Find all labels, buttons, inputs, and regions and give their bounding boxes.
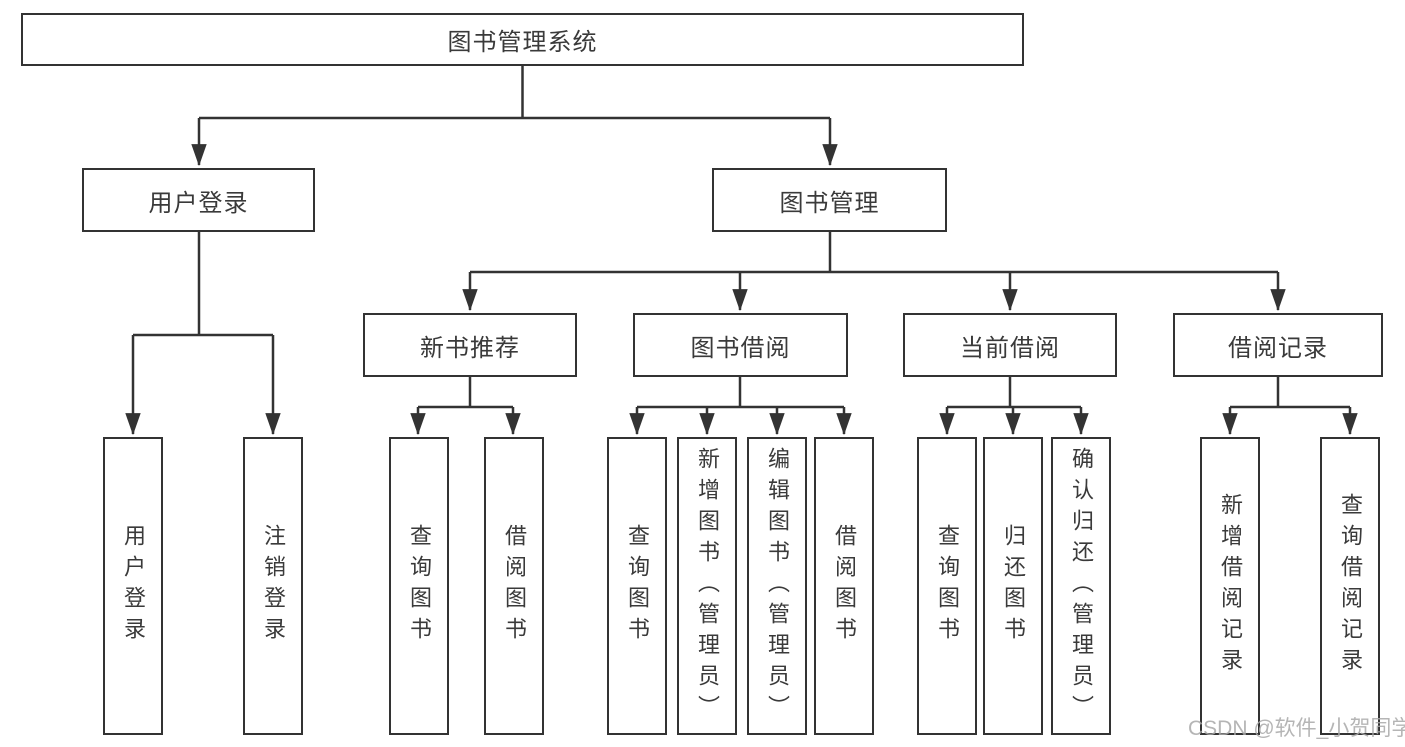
leaf-add-book-admin: 新增图书（管理员） <box>677 437 737 735</box>
leaf-borrow-books-recommend-label: 借阅图书 <box>502 524 527 648</box>
leaf-query-books-current: 查询图书 <box>917 437 977 735</box>
node-book-management-label: 图书管理 <box>779 189 880 217</box>
leaf-add-book-admin-label: 新增图书（管理员） <box>695 446 720 726</box>
leaf-query-books-borrow: 查询图书 <box>607 437 667 735</box>
node-root-system-label: 图书管理系统 <box>447 29 598 56</box>
leaf-confirm-return-admin: 确认归还（管理员） <box>1051 437 1111 735</box>
node-current-borrow: 当前借阅 <box>903 313 1117 377</box>
leaf-query-books-borrow-label: 查询图书 <box>625 524 650 648</box>
node-new-book-recommend-label: 新书推荐 <box>420 334 520 362</box>
node-root-system: 图书管理系统 <box>21 13 1024 66</box>
node-book-borrow-label: 图书借阅 <box>690 334 791 362</box>
leaf-query-books-recommend: 查询图书 <box>389 437 449 735</box>
node-new-book-recommend: 新书推荐 <box>363 313 577 377</box>
leaf-return-book: 归还图书 <box>983 437 1043 735</box>
leaf-borrow-books-recommend: 借阅图书 <box>484 437 544 735</box>
node-user-login: 用户登录 <box>82 168 315 232</box>
leaf-add-borrow-record-label: 新增借阅记录 <box>1218 493 1243 679</box>
leaf-user-login: 用户登录 <box>103 437 163 735</box>
leaf-logout-label: 注销登录 <box>261 524 286 648</box>
leaf-confirm-return-admin-label: 确认归还（管理员） <box>1069 446 1094 726</box>
node-book-borrow: 图书借阅 <box>633 313 848 377</box>
leaf-logout: 注销登录 <box>243 437 303 735</box>
leaf-query-borrow-record-label: 查询借阅记录 <box>1338 493 1363 679</box>
leaf-query-books-current-label: 查询图书 <box>935 524 960 648</box>
leaf-borrow-books-label: 借阅图书 <box>832 524 857 648</box>
csdn-watermark: CSDN @软件_小贺同学 <box>1188 717 1405 740</box>
node-user-login-label: 用户登录 <box>148 189 249 217</box>
leaf-edit-book-admin-label: 编辑图书（管理员） <box>765 446 790 726</box>
leaf-user-login-label: 用户登录 <box>121 524 146 648</box>
leaf-return-book-label: 归还图书 <box>1001 524 1026 648</box>
leaf-edit-book-admin: 编辑图书（管理员） <box>747 437 807 735</box>
node-borrow-records-label: 借阅记录 <box>1228 334 1328 362</box>
leaf-add-borrow-record: 新增借阅记录 <box>1200 437 1260 735</box>
leaf-query-borrow-record: 查询借阅记录 <box>1320 437 1380 735</box>
node-current-borrow-label: 当前借阅 <box>960 334 1060 362</box>
leaf-query-books-recommend-label: 查询图书 <box>407 524 432 648</box>
leaf-borrow-books: 借阅图书 <box>814 437 874 735</box>
node-borrow-records: 借阅记录 <box>1173 313 1383 377</box>
node-book-management: 图书管理 <box>712 168 947 232</box>
